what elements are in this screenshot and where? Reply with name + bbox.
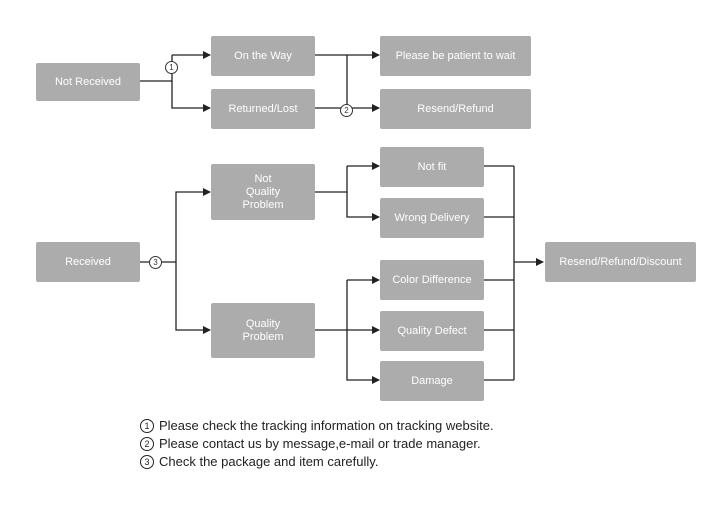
node-received: Received — [36, 242, 140, 282]
node-be-patient: Please be patient to wait — [380, 36, 531, 76]
node-color-difference: Color Difference — [380, 260, 484, 300]
node-not-received: Not Received — [36, 63, 140, 101]
node-wrong-delivery: Wrong Delivery — [380, 198, 484, 238]
node-damage: Damage — [380, 361, 484, 401]
notes-list: 1 Please check the tracking information … — [140, 417, 494, 471]
node-resend-refund: Resend/Refund — [380, 89, 531, 129]
note-number: 3 — [140, 455, 154, 469]
step-marker-3: 3 — [149, 256, 162, 269]
node-returned-lost: Returned/Lost — [211, 89, 315, 129]
node-resend-refund-discount: Resend/Refund/Discount — [545, 242, 696, 282]
note-text: Please check the tracking information on… — [159, 418, 494, 433]
note-text: Please contact us by message,e-mail or t… — [159, 436, 481, 451]
note-item: 1 Please check the tracking information … — [140, 417, 494, 435]
note-item: 3 Check the package and item carefully. — [140, 453, 494, 471]
connector-to-wrong-delivery — [346, 192, 380, 221]
note-text: Check the package and item carefully. — [159, 454, 379, 469]
connector-to-quality — [175, 262, 211, 334]
connector-to-not-quality — [175, 188, 211, 262]
note-number: 2 — [140, 437, 154, 451]
note-number: 1 — [140, 419, 154, 433]
node-on-the-way: On the Way — [211, 36, 315, 76]
connector-to-returned-lost — [171, 81, 211, 112]
connector-not-quality-split — [315, 166, 348, 193]
connector-quality-split — [315, 280, 348, 331]
node-not-quality-problem: Not Quality Problem — [211, 164, 315, 220]
step-marker-1: 1 — [165, 61, 178, 74]
node-not-fit: Not fit — [380, 147, 484, 187]
connector-to-damage — [346, 330, 380, 384]
node-quality-defect: Quality Defect — [380, 311, 484, 351]
node-quality-problem: Quality Problem — [211, 303, 315, 358]
note-item: 2 Please contact us by message,e-mail or… — [140, 435, 494, 453]
step-marker-2: 2 — [340, 104, 353, 117]
